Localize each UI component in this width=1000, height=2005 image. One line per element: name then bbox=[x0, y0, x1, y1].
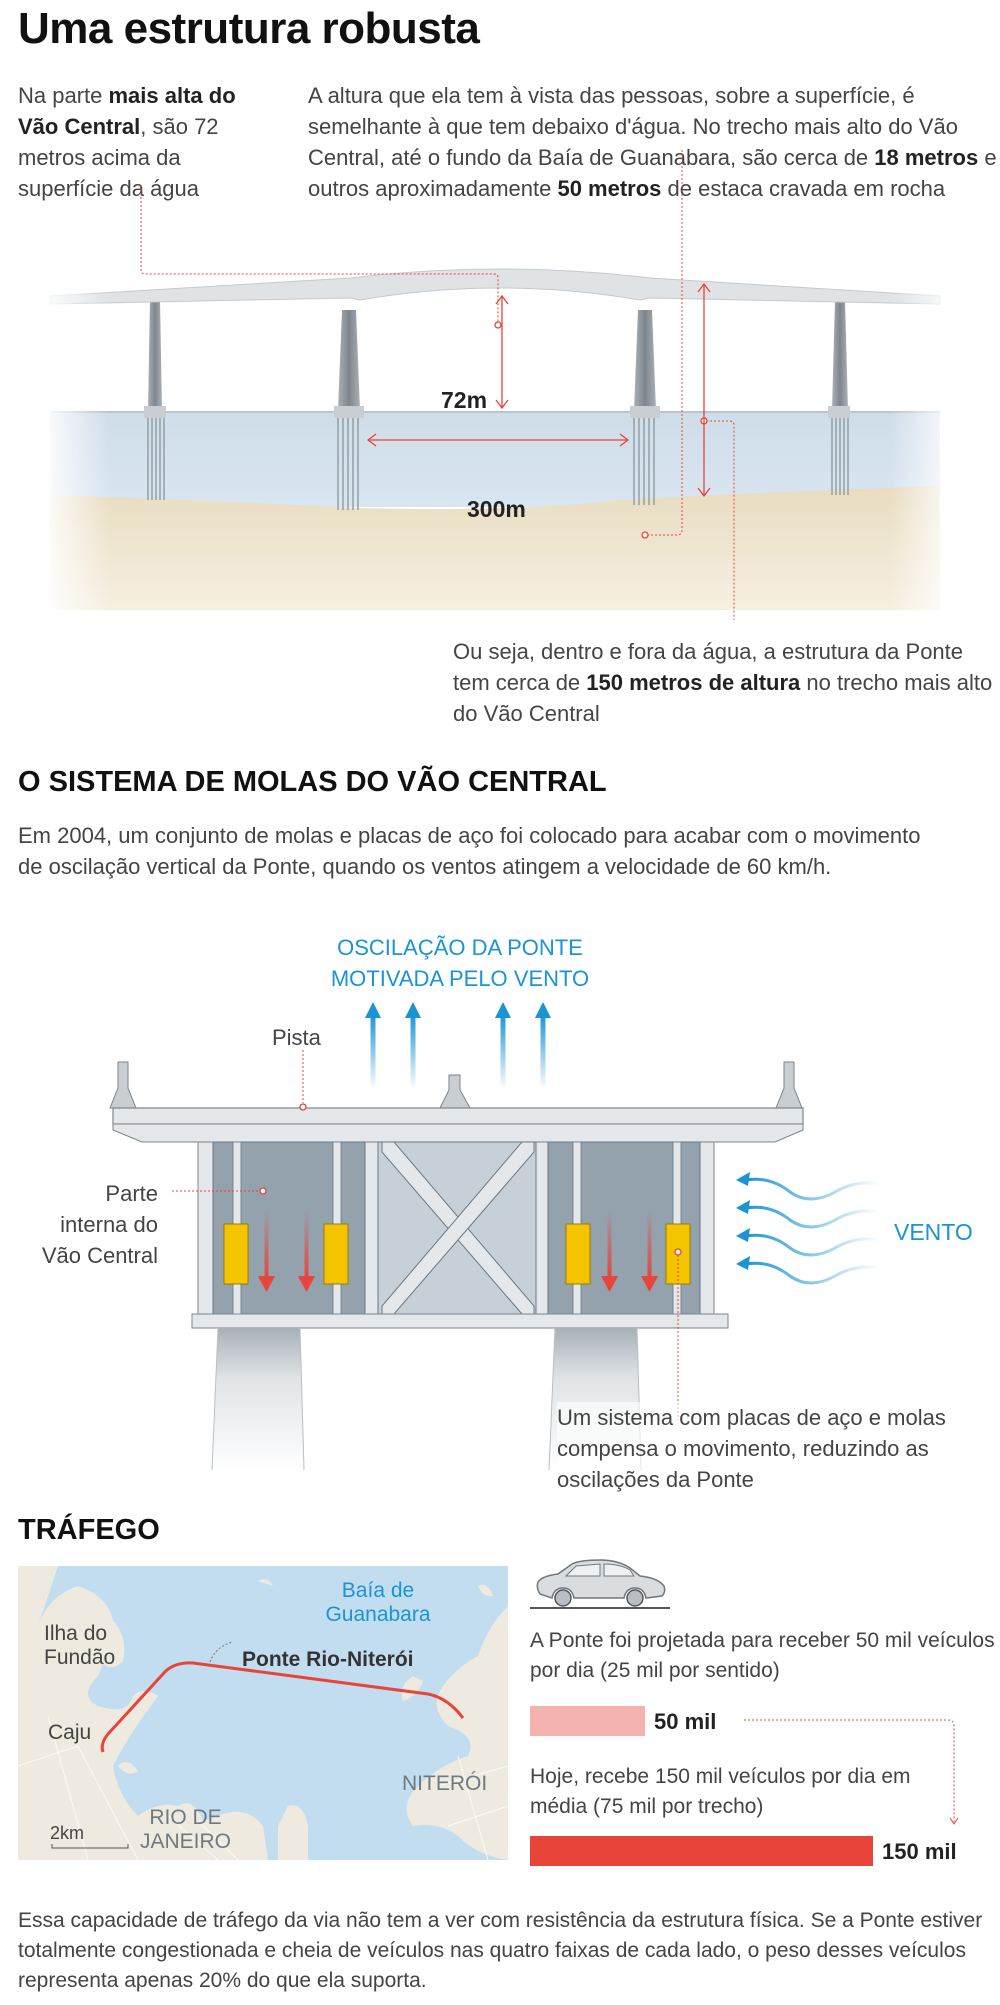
map-shapes bbox=[18, 1566, 508, 1860]
designed-capacity-text: A Ponte foi projetada para receber 50 mi… bbox=[530, 1629, 995, 1682]
dimension-arrows bbox=[366, 282, 711, 498]
span-dimension-label: 300m bbox=[467, 496, 526, 522]
bridge-route bbox=[100, 1661, 465, 1753]
spring-system-note: Um sistema com placas de aço e molas com… bbox=[557, 1402, 957, 1495]
height-dimension-label: 72m bbox=[441, 387, 488, 413]
springs-intro: Em 2004, um conjunto de molas e placas d… bbox=[18, 823, 921, 879]
map-scale-label: 2km bbox=[50, 1823, 85, 1843]
map-label-bridge: Ponte Rio-Niterói bbox=[242, 1648, 414, 1671]
map-label-rio: RIO DE JANEIRO bbox=[140, 1806, 231, 1854]
left-annotation-bold: mais alta do Vão Central bbox=[18, 83, 236, 139]
current-traffic-text: Hoje, recebe 150 mil veículos por dia em… bbox=[530, 1765, 911, 1818]
map-label-niteroi: NITERÓI bbox=[402, 1772, 488, 1795]
box-girder-cross-section bbox=[109, 1002, 881, 1471]
bar-designed-label: 50 mil bbox=[654, 1709, 717, 1734]
internal-part-label-line3: Vão Central bbox=[41, 1243, 158, 1268]
bar-current-label: 150 mil bbox=[882, 1839, 957, 1864]
left-annotation-pre: Na parte bbox=[18, 83, 109, 108]
right-annotation-bold2: 50 metros bbox=[557, 176, 662, 201]
bridge-piers bbox=[144, 300, 850, 510]
map-label-island-line2: Fundão bbox=[44, 1646, 116, 1669]
wind-arrows bbox=[744, 1177, 881, 1285]
pista-label: Pista bbox=[272, 1025, 321, 1050]
oscillation-label-line2: MOTIVADA PELO VENTO bbox=[330, 966, 590, 991]
map-label-rio-line2: JANEIRO bbox=[140, 1830, 232, 1853]
deck-slab bbox=[112, 1107, 804, 1125]
map-label-rio-line1: RIO DE bbox=[149, 1806, 222, 1829]
traffic-section-title: TRÁFEGO bbox=[18, 1514, 160, 1546]
left-annotation-post: , são 72 metros acima da superfície da á… bbox=[18, 114, 219, 201]
car-icon bbox=[530, 1559, 670, 1609]
bar-current bbox=[530, 1836, 873, 1866]
left-annotation: Na parte mais alta do Vão Central, são 7… bbox=[18, 80, 268, 204]
map-label-island: Ilha do Fundão bbox=[44, 1622, 115, 1670]
right-annotation-post: de estaca cravada em rocha bbox=[661, 176, 946, 201]
footer-note: Essa capacidade de tráfego da via não te… bbox=[18, 1909, 983, 1992]
bridge-elevation-illustration bbox=[40, 150, 960, 620]
map-label-bay: Baía de Guanabara bbox=[318, 1579, 438, 1627]
oscillation-label-line1: OSCILAÇÃO DA PONTE bbox=[337, 935, 583, 960]
internal-part-label-line2: interna do bbox=[60, 1212, 158, 1237]
page-title: Uma estrutura robusta bbox=[18, 4, 480, 53]
right-annotation-mid: e outros aproximadamente bbox=[308, 145, 997, 201]
internal-part-label-line1: Parte bbox=[105, 1181, 158, 1206]
springs-section-title: O SISTEMA DE MOLAS DO VÃO CENTRAL bbox=[18, 766, 607, 798]
map-label-bay-line1: Baía de bbox=[341, 1579, 415, 1602]
oscillation-label: OSCILAÇÃO DA PONTE MOTIVADA PELO VENTO bbox=[300, 932, 620, 994]
internal-part-label: Parte interna do Vão Central bbox=[0, 1178, 158, 1271]
right-annotation-bold1: 18 metros bbox=[874, 145, 979, 170]
bar-designed bbox=[530, 1706, 645, 1736]
right-annotation: A altura que ela tem à vista das pessoas… bbox=[308, 80, 998, 204]
total-height-bold: 150 metros de altura bbox=[586, 670, 801, 695]
spring-plates bbox=[223, 1223, 691, 1285]
total-height-pre: Ou seja, dentro e fora da água, a estrut… bbox=[453, 639, 964, 695]
comparison-pointer bbox=[744, 1719, 959, 1825]
map-label-bay-line2: Guanabara bbox=[325, 1603, 431, 1626]
wind-label: VENTO bbox=[894, 1219, 973, 1245]
bridge-deck bbox=[49, 268, 941, 305]
total-height-annotation: Ou seja, dentro e fora da água, a estrut… bbox=[453, 636, 993, 729]
map-label-caju: Caju bbox=[48, 1721, 92, 1744]
map-label-island-line1: Ilha do bbox=[44, 1622, 108, 1645]
oscillation-arrows bbox=[365, 1002, 551, 1089]
total-height-post: no trecho mais alto do Vão Central bbox=[453, 670, 993, 726]
right-annotation-pre: A altura que ela tem à vista das pessoas… bbox=[308, 83, 958, 170]
compensation-arrows bbox=[258, 1210, 658, 1292]
map: Baía de Guanabara Ilha do Fundão Ponte R… bbox=[18, 1566, 508, 1860]
